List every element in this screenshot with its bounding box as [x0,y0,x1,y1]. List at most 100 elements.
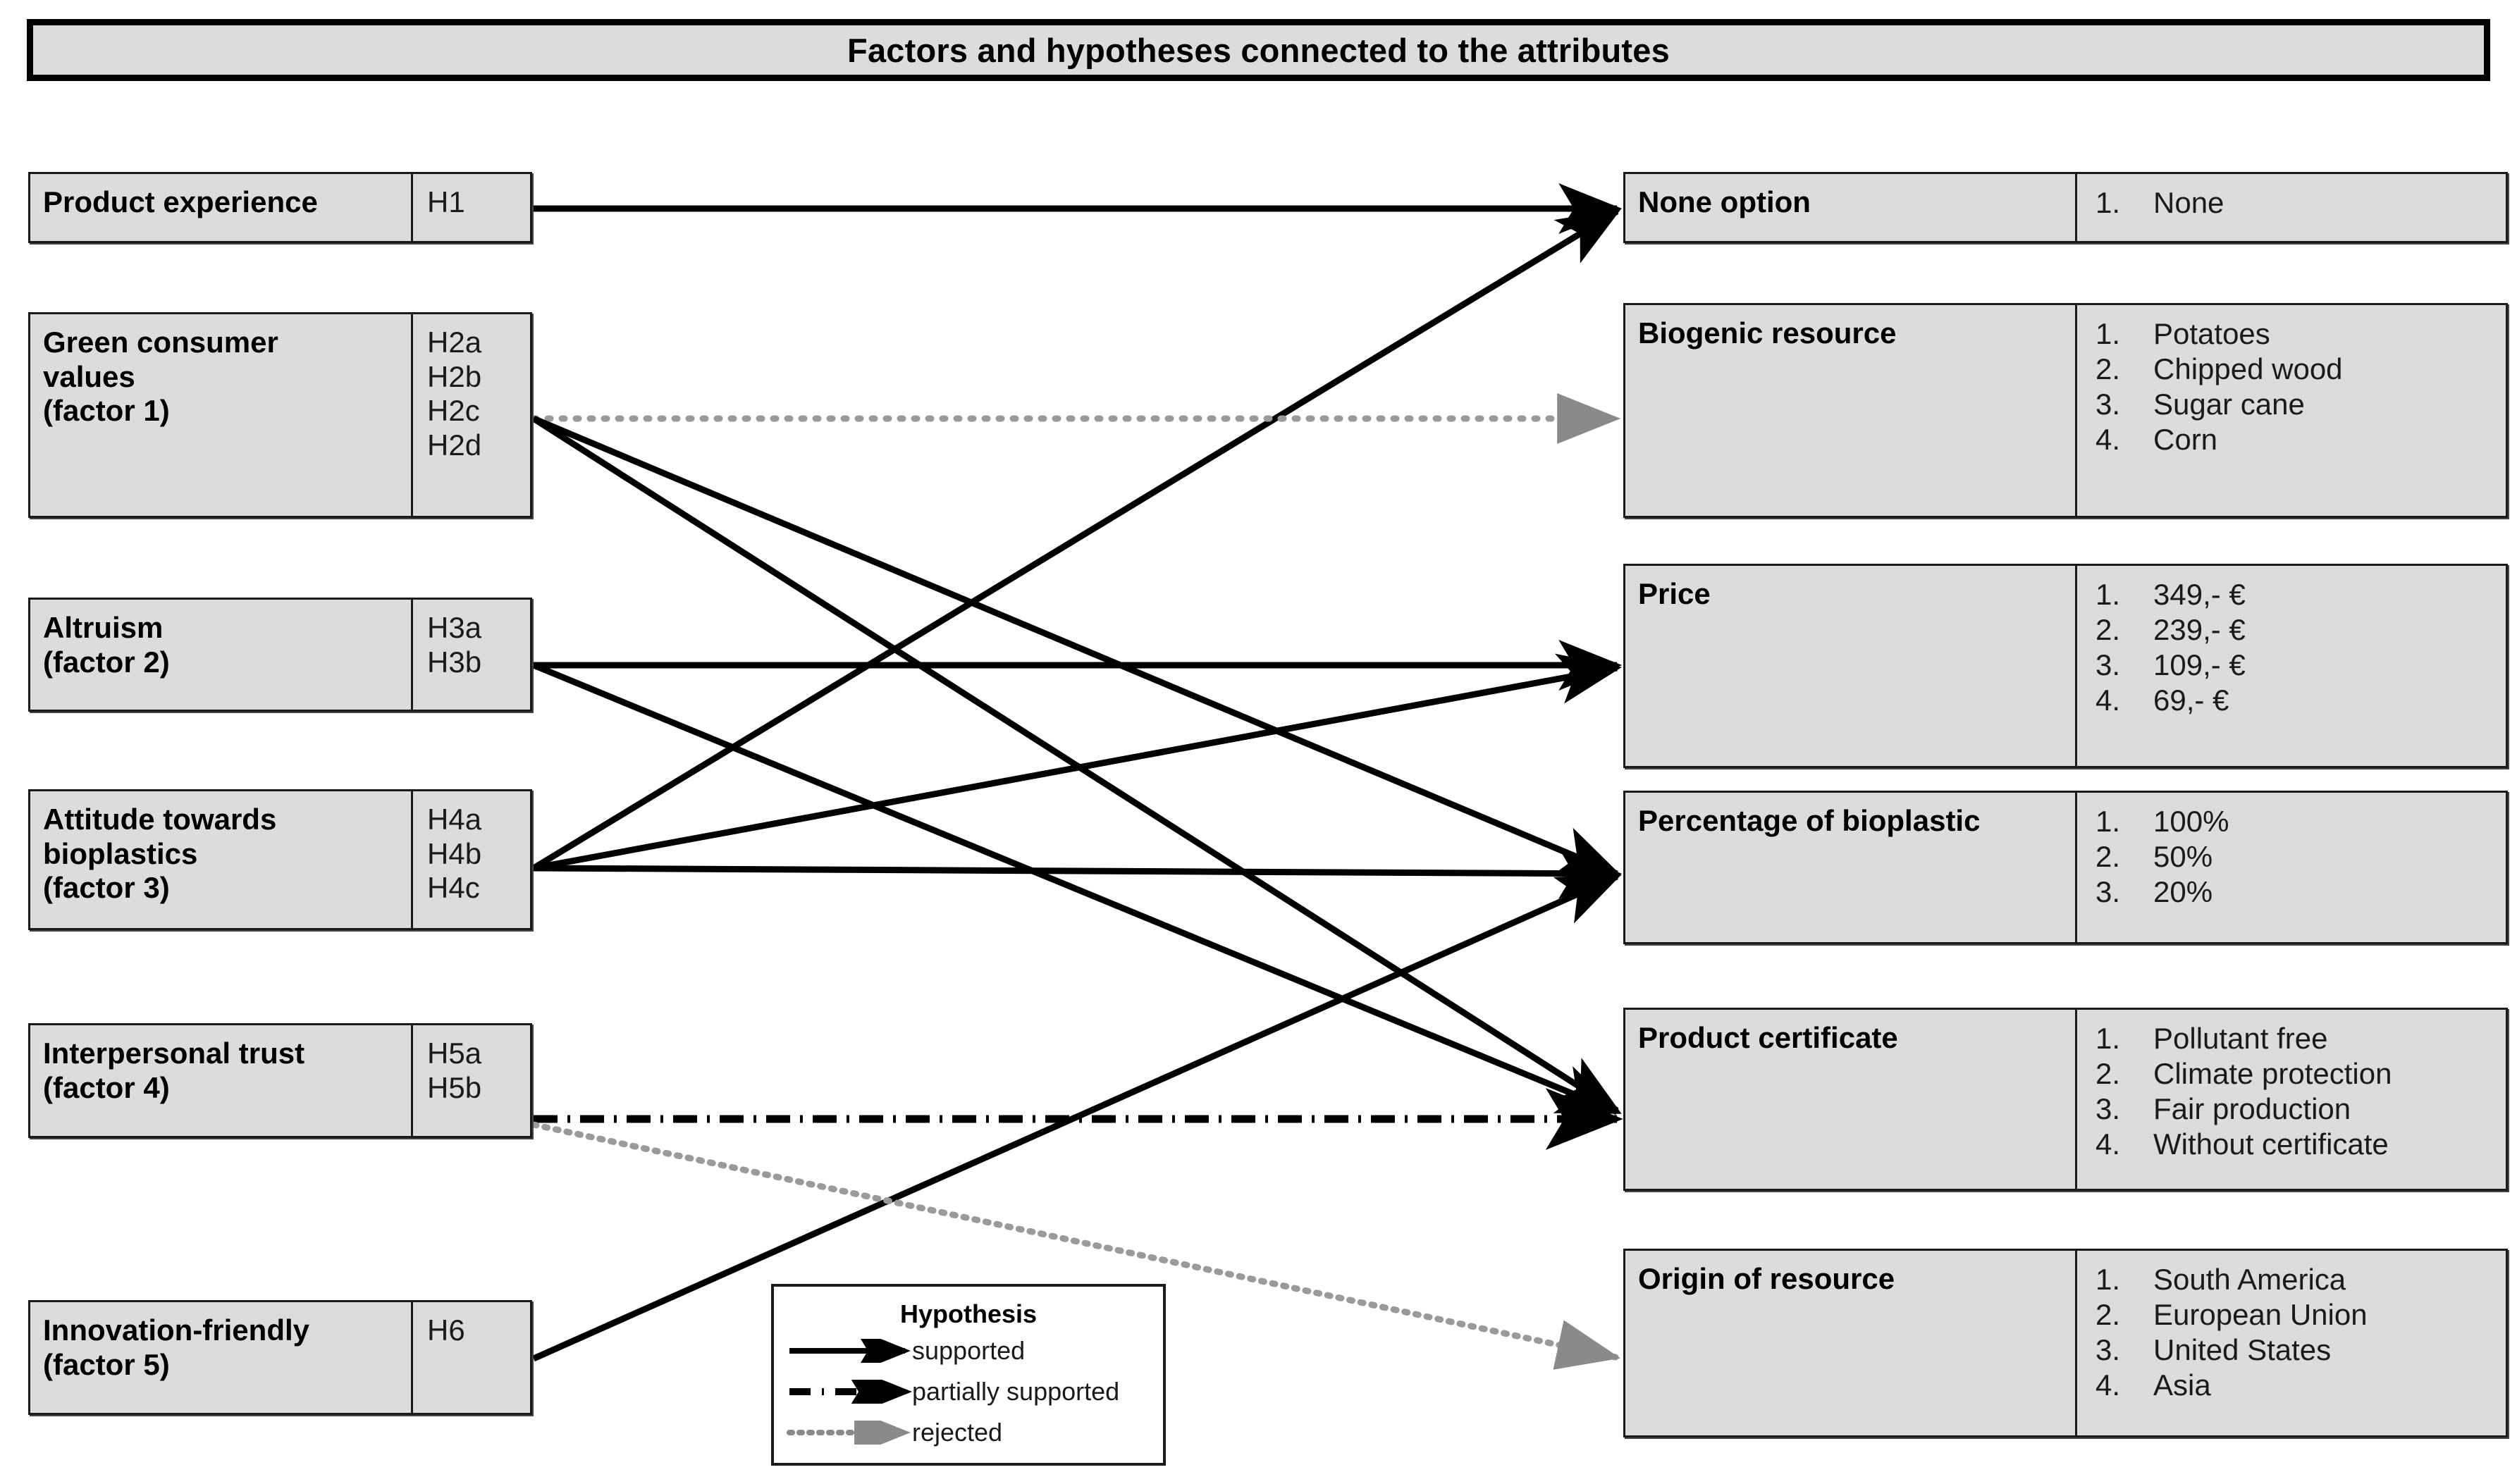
level-text: European Union [2153,1297,2368,1331]
hypothesis-id: H3b [427,645,482,679]
attribute-label-cell: Origin of resource [1625,1251,2075,1435]
level-text: 109,- € [2153,648,2246,681]
attribute-label: Origin of resource [1638,1262,1895,1295]
level-text: Potatoes [2153,317,2270,350]
attribute-label: Percentage of bioplastic [1638,804,1981,837]
solid-arrow-icon [787,1328,912,1373]
level-text: Pollutant free [2153,1022,2328,1055]
attribute-label: Biogenic resource [1638,316,1897,350]
attribute-levels-cell: 1. Pollutant free 2. Climate protection … [2075,1010,2506,1189]
attribute-box-none-option[interactable]: None option 1. None [1623,172,2508,243]
connector-h3b-product-certificate [532,662,1622,1115]
level-text: Climate protection [2153,1056,2392,1090]
connector-h6-percentage-bioplastic [532,873,1622,1362]
attribute-level: 2. 239,- € [2096,612,2506,648]
attribute-level: 1. South America [2096,1262,2506,1297]
level-text: 239,- € [2153,612,2246,646]
level-number: 3. [2096,874,2121,908]
level-text: United States [2153,1332,2332,1366]
hypothesis-cell: H5a H5b [411,1025,530,1136]
level-number: 3. [2096,387,2121,421]
attribute-label-cell: Price [1625,566,2075,766]
level-number: 4. [2096,1127,2121,1161]
factor-label: Interpersonal trust (factor 4) [43,1037,305,1104]
attribute-level: 4. Corn [2096,422,2506,457]
attribute-level: 4. Asia [2096,1368,2506,1403]
attribute-level: 3. Fair production [2096,1092,2506,1127]
attribute-level: 1. Pollutant free [2096,1021,2506,1056]
attribute-box-product-certificate[interactable]: Product certificate 1. Pollutant free 2.… [1623,1008,2508,1191]
level-number: 2. [2096,352,2121,385]
factor-label: Product experience [43,185,318,218]
hypothesis-cell: H6 [411,1302,530,1413]
hypothesis-id: H6 [427,1313,465,1347]
level-number: 1. [2096,1263,2121,1296]
level-text: None [2153,186,2224,219]
hypothesis-cell: H2a H2b H2c H2d [411,314,530,516]
hypothesis-id: H2a [427,326,482,359]
factor-label-cell: Innovation-friendly (factor 5) [30,1302,411,1413]
hypothesis-id: H2c [427,394,480,428]
legend-label: supported [912,1336,1026,1365]
attribute-level: 2. European Union [2096,1297,2506,1332]
factor-label: Attitude towards bioplastics (factor 3) [43,803,277,905]
factor-box-attitude-towards-bioplastics[interactable]: Attitude towards bioplastics (factor 3) … [28,789,532,930]
attribute-levels-cell: 1. South America 2. European Union 3. Un… [2075,1251,2506,1435]
factor-box-interpersonal-trust[interactable]: Interpersonal trust (factor 4) H5a H5b [28,1023,532,1138]
attribute-level: 2. 50% [2096,839,2506,874]
factor-label-cell: Interpersonal trust (factor 4) [30,1025,411,1136]
hypothesis-id: H5a [427,1037,482,1070]
level-text: 20% [2153,874,2213,908]
level-number: 3. [2096,1092,2121,1125]
level-text: Asia [2153,1368,2211,1402]
attribute-level: 3. Sugar cane [2096,387,2506,422]
legend-label: rejected [912,1418,1003,1447]
level-text: Sugar cane [2153,387,2305,421]
attribute-level: 1. 100% [2096,804,2506,839]
diagram-title-bar: Factors and hypotheses connected to the … [27,19,2490,81]
attribute-level: 4. Without certificate [2096,1127,2506,1162]
factor-box-altruism[interactable]: Altruism (factor 2) H3a H3b [28,598,532,712]
legend-box: Hypothesis supported partially supported [771,1284,1166,1466]
attribute-level: 2. Chipped wood [2096,352,2506,387]
attribute-label-cell: Percentage of bioplastic [1625,793,2075,942]
factor-label: Green consumer values (factor 1) [43,326,278,428]
connector-h2c-percentage-bioplastic [532,415,1622,877]
attribute-levels-cell: 1. None [2075,174,2506,241]
level-text: Fair production [2153,1092,2351,1125]
factor-box-green-consumer-values[interactable]: Green consumer values (factor 1) H2a H2b… [28,312,532,518]
level-text: Corn [2153,422,2218,456]
connector-h4b-percentage-bioplastic [533,848,1623,899]
level-number: 1. [2096,186,2121,219]
factor-box-innovation-friendly[interactable]: Innovation-friendly (factor 5) H6 [28,1300,532,1415]
attribute-box-price[interactable]: Price 1. 349,- € 2. 239,- € 3. 109,- € 4… [1623,564,2508,768]
connector-h4a-none-option [531,209,1622,871]
level-number: 4. [2096,422,2121,456]
factor-box-product-experience[interactable]: Product experience H1 [28,172,532,243]
factor-label-cell: Altruism (factor 2) [30,600,411,710]
level-text: Chipped wood [2153,352,2343,385]
legend-entry-rejected: rejected [774,1410,1163,1455]
level-number: 3. [2096,1332,2121,1366]
attribute-box-origin-of-resource[interactable]: Origin of resource 1. South America 2. E… [1623,1249,2508,1437]
factor-label-cell: Attitude towards bioplastics (factor 3) [30,791,411,928]
connector-h5b-origin-of-resource [530,1121,1621,1370]
attribute-level: 1. Potatoes [2096,316,2506,352]
level-number: 2. [2096,1297,2121,1331]
factor-label: Altruism (factor 2) [43,611,170,679]
legend-title: Hypothesis [899,1299,1038,1328]
attribute-box-percentage-of-bioplastic[interactable]: Percentage of bioplastic 1. 100% 2. 50% … [1623,791,2508,944]
attribute-label-cell: None option [1625,174,2075,241]
attribute-levels-cell: 1. 349,- € 2. 239,- € 3. 109,- € 4. 69,-… [2075,566,2506,766]
page-title: Factors and hypotheses connected to the … [847,31,1670,69]
level-text: 100% [2153,805,2229,838]
attribute-level: 3. 109,- € [2096,648,2506,683]
legend-entry-partially-supported: partially supported [774,1364,1163,1420]
level-text: 349,- € [2153,578,2246,611]
factor-label-cell: Green consumer values (factor 1) [30,314,411,516]
hypothesis-id: H4a [427,803,482,836]
level-number: 1. [2096,805,2121,838]
attribute-box-biogenic-resource[interactable]: Biogenic resource 1. Potatoes 2. Chipped… [1623,303,2508,518]
attribute-label: Price [1638,577,1711,610]
